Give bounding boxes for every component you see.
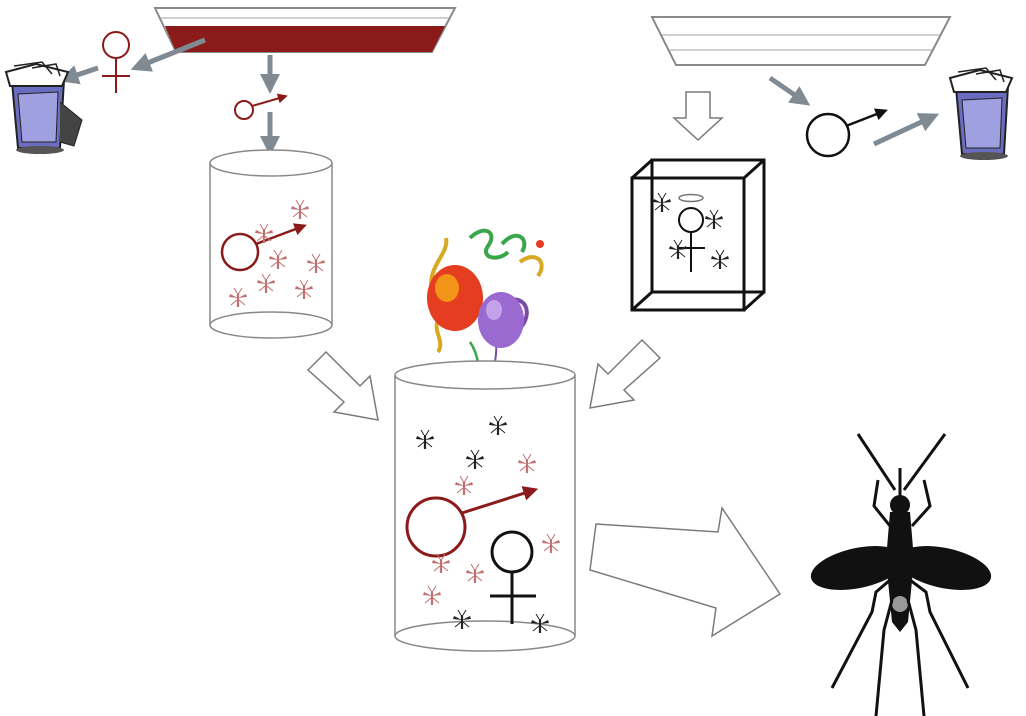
grey-arrow-icon xyxy=(768,75,940,147)
male-symbol-icon xyxy=(405,486,539,558)
female-symbol-icon xyxy=(677,207,705,272)
male-mosquito-icons xyxy=(227,198,327,309)
female-cage-cube xyxy=(630,158,766,312)
male-symbol-icon xyxy=(234,93,288,120)
mating-cage-cylinder xyxy=(394,360,576,652)
trash-bin-icon xyxy=(948,67,1014,160)
red-mosquito-icons xyxy=(421,452,562,607)
hollow-arrow-icon xyxy=(672,91,724,142)
empty-tray xyxy=(650,16,952,66)
male-symbol-icon xyxy=(805,108,888,158)
mosquito-icon xyxy=(810,433,992,716)
blood-tray xyxy=(153,7,457,53)
balloons-icon xyxy=(427,228,544,387)
female-symbol-icon xyxy=(102,31,130,93)
hollow-arrow-icon xyxy=(306,338,782,638)
halo-icon xyxy=(678,193,704,203)
female-symbol-icon xyxy=(490,530,536,624)
male-cage-cylinder xyxy=(209,149,333,339)
trash-bin-icon xyxy=(4,61,83,154)
grey-arrow-icon xyxy=(58,37,280,156)
